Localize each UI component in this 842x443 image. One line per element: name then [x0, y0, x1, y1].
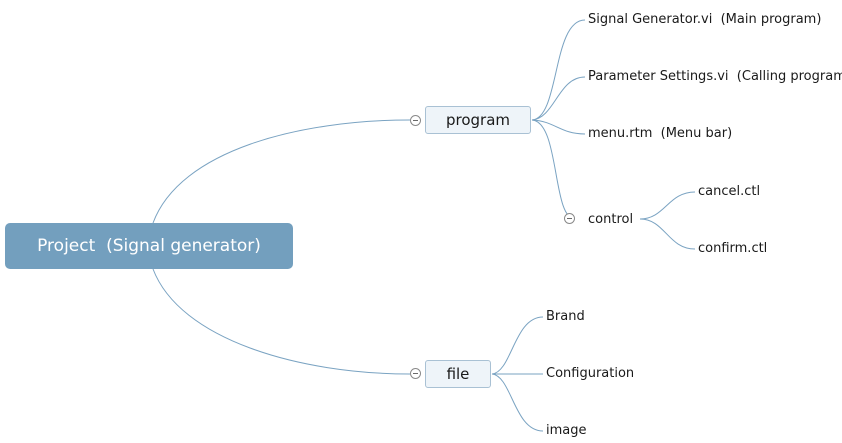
topic-configuration[interactable]: Configuration	[546, 366, 635, 381]
connector-root-file	[152, 268, 411, 375]
topic-brand[interactable]: Brand	[546, 309, 585, 324]
topic-image[interactable]: image	[546, 423, 587, 438]
topic-cancel-ctl[interactable]: cancel.ctl	[698, 184, 761, 199]
connector-program-menu	[531, 119, 586, 135]
connector-file-image	[491, 373, 544, 432]
connector-file-brand	[491, 316, 544, 375]
topic-parameter-settings[interactable]: Parameter Settings.vi (Calling program)	[588, 69, 842, 84]
topic-file[interactable]: file	[425, 360, 491, 388]
connector-control-cancel	[639, 191, 696, 220]
topic-confirm-ctl[interactable]: confirm.ctl	[698, 241, 768, 256]
connector-program-signal-generator	[531, 19, 586, 121]
topic-signal-generator[interactable]: Signal Generator.vi (Main program)	[588, 12, 822, 27]
root-topic[interactable]: Project (Signal generator)	[5, 223, 293, 269]
topic-menu-rtm[interactable]: menu.rtm (Menu bar)	[588, 126, 733, 141]
topic-program[interactable]: program	[425, 106, 531, 134]
collapse-toggle-control[interactable]	[564, 213, 575, 224]
connector-control-confirm	[639, 218, 696, 250]
topic-control[interactable]: control	[588, 212, 634, 227]
connector-program-parameter-settings	[531, 76, 586, 121]
connector-program-control	[531, 119, 576, 220]
collapse-toggle-program[interactable]	[410, 115, 421, 126]
connector-root-program	[152, 119, 411, 224]
collapse-toggle-file[interactable]	[410, 368, 421, 379]
